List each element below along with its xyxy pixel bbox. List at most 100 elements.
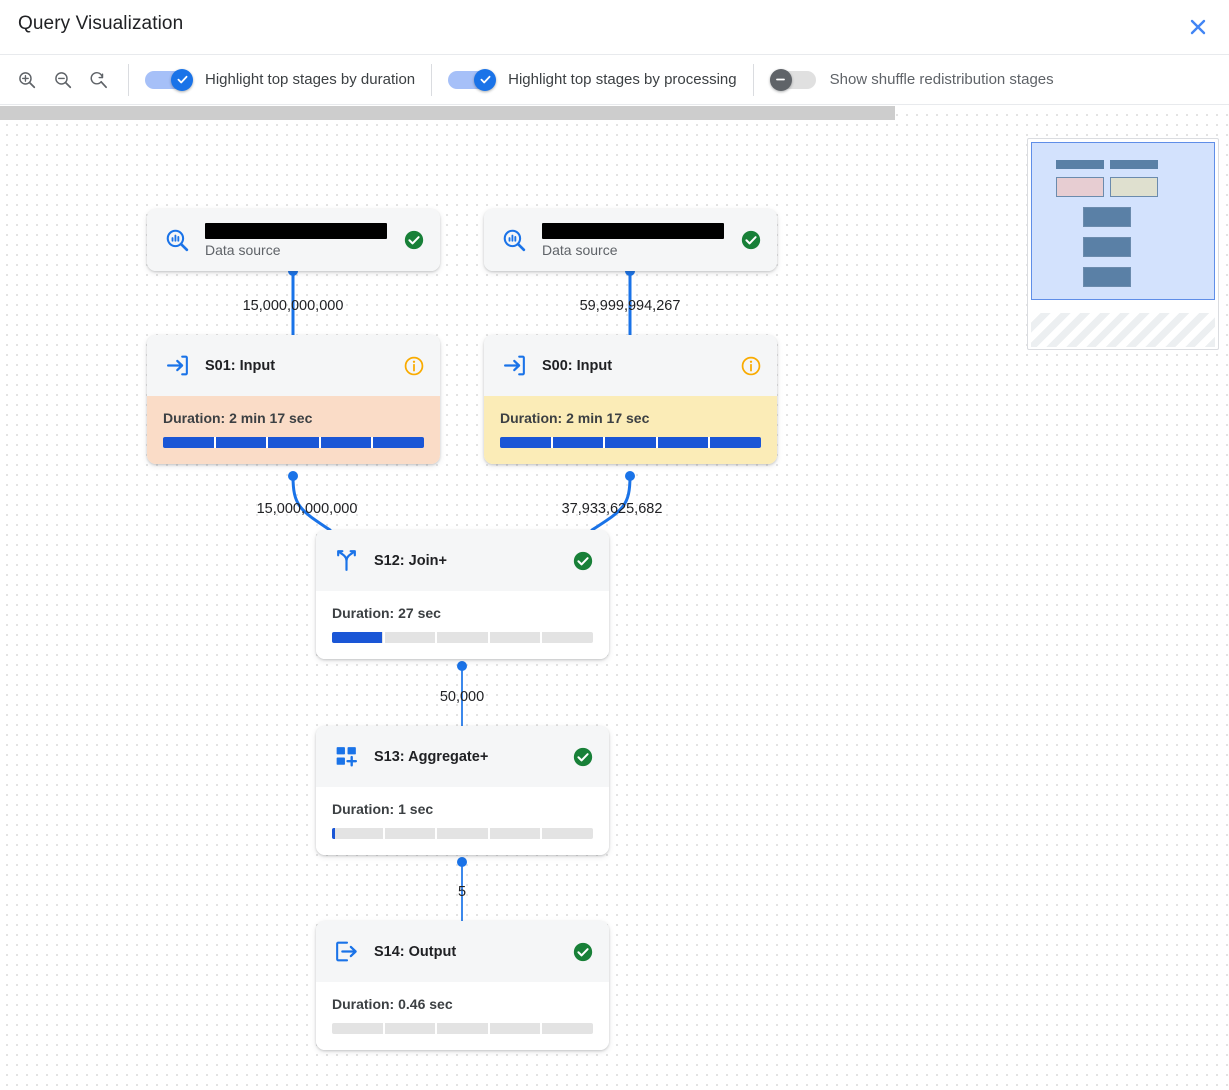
edge-s00-s12	[590, 474, 632, 532]
node-stage-s01-input[interactable]: S01: Input Duration: 2 min 17 sec	[147, 335, 440, 464]
node-header: S12: Join+	[316, 530, 609, 591]
toolbar-divider-1	[128, 63, 129, 96]
minimap-node	[1083, 207, 1131, 227]
edge-port	[457, 857, 467, 867]
switch-show-shuffle[interactable]	[769, 68, 818, 91]
edge-label-dsright-s00: 59,999,994,267	[579, 298, 681, 314]
node-title: S12: Join+	[374, 552, 447, 569]
join-merge-icon	[332, 547, 360, 575]
toggle-label-highlight-duration: Highlight top stages by duration	[205, 71, 416, 88]
node-title-wrap: S13: Aggregate+	[374, 748, 557, 766]
info-circle-icon[interactable]	[739, 354, 763, 378]
node-stage-s00-input[interactable]: S00: Input Duration: 2 min 17 sec	[484, 335, 777, 464]
node-body: Duration: 1 sec	[316, 787, 609, 855]
node-body: Duration: 2 min 17 sec	[484, 396, 777, 464]
node-header: Data source	[484, 209, 777, 271]
node-subtitle: Data source	[542, 241, 618, 258]
minimap-node	[1110, 177, 1158, 197]
edge-label-s12-s13: 50,000	[439, 689, 485, 705]
node-title: S00: Input	[542, 357, 613, 374]
node-stage-s14-output[interactable]: S14: Output Duration: 0.46 sec	[316, 921, 609, 1050]
minimap-node	[1110, 160, 1158, 169]
close-icon	[1190, 19, 1206, 35]
toggle-label-highlight-processing: Highlight top stages by processing	[508, 71, 737, 88]
node-data-source-right[interactable]: Data source	[484, 209, 777, 271]
edge-label-s01-s12: 15,000,000,000	[256, 501, 358, 517]
minimap-viewport[interactable]	[1031, 142, 1215, 300]
progress-ticks	[500, 437, 761, 448]
node-title: S01: Input	[205, 357, 276, 374]
input-arrow-icon	[163, 352, 191, 380]
node-body: Duration: 0.46 sec	[316, 982, 609, 1050]
node-header: Data source	[147, 209, 440, 271]
node-data-source-left[interactable]: Data source	[147, 209, 440, 271]
minimap-node	[1056, 177, 1104, 197]
switch-highlight-duration[interactable]	[145, 68, 193, 91]
node-duration: Duration: 0.46 sec	[332, 996, 453, 1012]
check-icon	[480, 75, 491, 84]
edge-port	[625, 471, 635, 481]
window-titlebar: Query Visualization	[0, 0, 1229, 54]
node-body: Duration: 27 sec	[316, 591, 609, 659]
visualization-toolbar: Highlight top stages by duration Highlig…	[0, 54, 1229, 105]
node-stage-s13-aggregate[interactable]: S13: Aggregate+ Duration: 1 sec	[316, 726, 609, 855]
toggle-show-shuffle[interactable]: Show shuffle redistribution stages	[768, 68, 1056, 91]
node-title-wrap: Data source	[205, 222, 388, 258]
horizontal-scrollbar[interactable]	[0, 106, 895, 120]
minus-icon	[776, 78, 786, 81]
info-circle-icon[interactable]	[402, 354, 426, 378]
edge-port	[457, 661, 467, 671]
check-circle-icon	[571, 745, 595, 769]
node-duration: Duration: 1 sec	[332, 801, 434, 817]
data-source-search-icon	[500, 226, 528, 254]
minimap-node	[1083, 267, 1131, 287]
node-duration: Duration: 2 min 17 sec	[500, 410, 650, 426]
switch-highlight-processing[interactable]	[448, 68, 497, 91]
check-circle-icon	[571, 940, 595, 964]
node-progress-bar	[163, 437, 424, 448]
node-body: Duration: 2 min 17 sec	[147, 396, 440, 464]
zoom-controls	[0, 65, 114, 95]
node-title-wrap: Data source	[542, 222, 725, 258]
node-title: S14: Output	[374, 943, 457, 960]
node-subtitle: Data source	[205, 241, 281, 258]
progress-fill	[332, 632, 382, 643]
zoom-in-icon	[19, 71, 36, 88]
node-title-wrap: S12: Join+	[374, 552, 557, 570]
edge-label-s00-s12: 37,933,625,682	[561, 501, 663, 517]
progress-fill	[163, 437, 424, 448]
minimap-node	[1083, 237, 1131, 257]
redacted-data-source-name	[542, 222, 724, 239]
node-progress-bar	[500, 437, 761, 448]
redacted-data-source-name	[205, 222, 387, 239]
aggregate-grid-icon	[332, 743, 360, 771]
zoom-reset-icon	[90, 71, 107, 88]
switch-knob	[769, 68, 792, 91]
zoom-in-button[interactable]	[12, 65, 42, 95]
switch-knob	[474, 68, 497, 91]
check-circle-icon	[739, 228, 763, 252]
node-stage-s12-join[interactable]: S12: Join+ Duration: 27 sec	[316, 530, 609, 659]
progress-ticks	[332, 1023, 593, 1034]
progress-ticks	[332, 828, 593, 839]
toggle-highlight-duration[interactable]: Highlight top stages by duration	[143, 68, 417, 91]
output-arrow-icon	[332, 938, 360, 966]
input-arrow-icon	[500, 352, 528, 380]
node-duration: Duration: 2 min 17 sec	[163, 410, 313, 426]
toggle-highlight-processing[interactable]: Highlight top stages by processing	[446, 68, 738, 91]
edge-port	[288, 471, 298, 481]
zoom-out-icon	[55, 71, 72, 88]
zoom-out-button[interactable]	[48, 65, 78, 95]
node-header: S01: Input	[147, 335, 440, 396]
graph-canvas[interactable]: 15,000,000,000 59,999,994,267 15,000,000…	[0, 106, 1229, 1090]
zoom-reset-button[interactable]	[84, 65, 114, 95]
close-button[interactable]	[1181, 10, 1215, 44]
node-progress-bar	[332, 1023, 593, 1034]
progress-fill	[500, 437, 761, 448]
progress-ticks	[163, 437, 424, 448]
page-title: Query Visualization	[18, 13, 184, 34]
progress-ticks	[332, 632, 593, 643]
node-header: S00: Input	[484, 335, 777, 396]
toolbar-divider-3	[752, 63, 754, 96]
graph-minimap[interactable]	[1027, 138, 1219, 350]
